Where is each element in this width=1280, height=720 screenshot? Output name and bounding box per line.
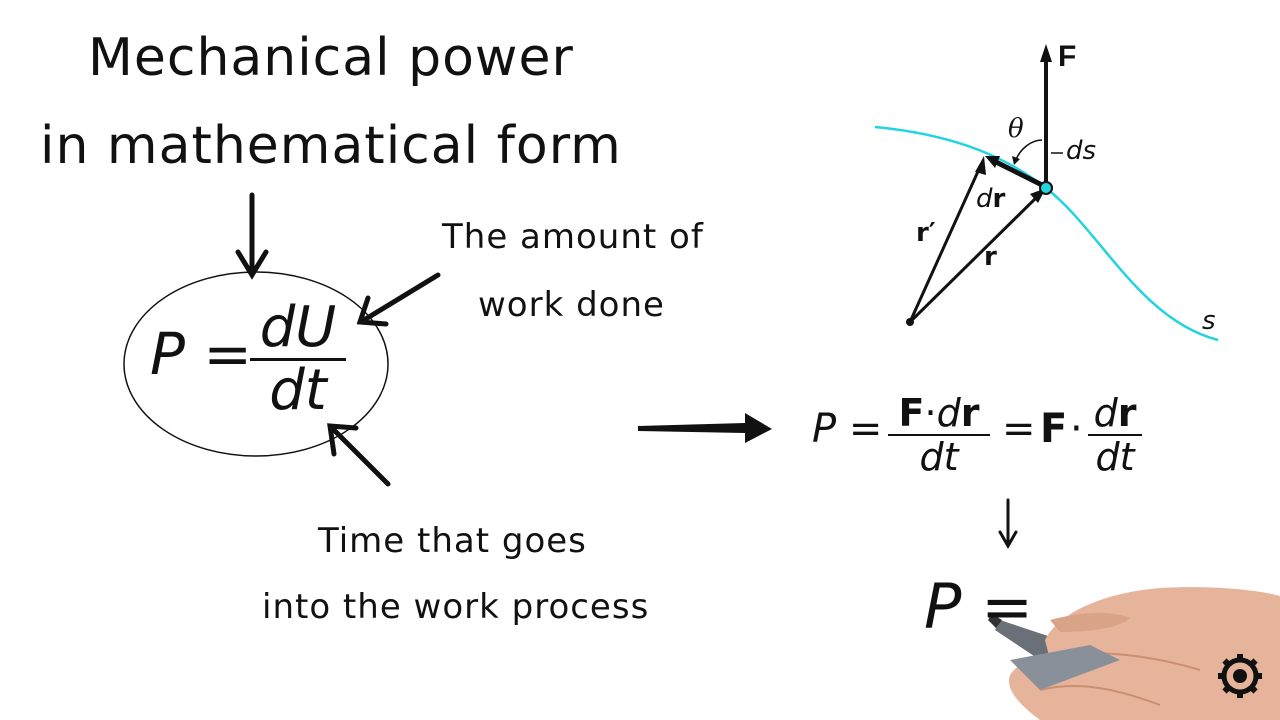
down-arrow-title — [235, 192, 269, 280]
fraction-bar — [250, 358, 346, 361]
title-line-1: Mechanical power — [88, 28, 574, 88]
arrow-time-note — [327, 423, 391, 487]
force-diagram — [874, 44, 1219, 342]
r-vector — [908, 192, 1042, 324]
r-prime-vector — [908, 166, 982, 323]
label-force-F: F — [1058, 40, 1077, 73]
expanded-equation-lhs: P = — [812, 406, 883, 452]
origin-point — [906, 318, 914, 326]
title-line-2: in mathematical form — [40, 116, 622, 176]
hand-with-marker — [988, 587, 1280, 720]
note-work-line-2: work done — [478, 285, 665, 325]
expanded-fraction-2: dr dt — [1088, 392, 1142, 478]
expanded-fraction-1: F·dr dt — [888, 392, 990, 478]
label-r: r — [984, 242, 997, 272]
label-ds: ds — [1066, 136, 1097, 166]
expanded-fraction-2-numerator: dr — [1093, 391, 1137, 435]
down-arrow-small — [998, 498, 1018, 550]
main-equation-denominator: dt — [269, 358, 327, 423]
expanded-equals: = — [1002, 406, 1036, 452]
note-work-line-1: The amount of — [442, 217, 704, 257]
particle-point — [1039, 181, 1053, 195]
expanded-force-F: F — [1040, 406, 1068, 452]
note-time-line-1: Time that goes — [318, 521, 587, 561]
gear-logo-icon — [1218, 654, 1262, 698]
label-path-s: s — [1202, 306, 1216, 336]
note-time-line-2: into the work process — [262, 587, 650, 627]
dr-vector — [994, 159, 1046, 189]
main-equation-numerator: dU — [259, 295, 337, 360]
arrow-work-note — [356, 272, 441, 327]
main-equation-lhs: P = — [150, 320, 253, 388]
label-theta: θ — [1008, 114, 1024, 144]
expanded-dot: · — [1070, 406, 1083, 452]
partial-equation: P = — [924, 570, 1034, 643]
label-r-prime: r′ — [916, 218, 936, 248]
expanded-fraction-1-numerator: F·dr — [898, 391, 980, 435]
expanded-fraction-2-denominator: dt — [1095, 435, 1135, 479]
right-arrow-big — [638, 413, 772, 443]
label-dr: dr — [976, 184, 1006, 214]
expanded-fraction-1-denominator: dt — [919, 435, 959, 479]
equation-ellipse — [123, 271, 389, 457]
main-equation-fraction: dU dt — [250, 298, 346, 421]
